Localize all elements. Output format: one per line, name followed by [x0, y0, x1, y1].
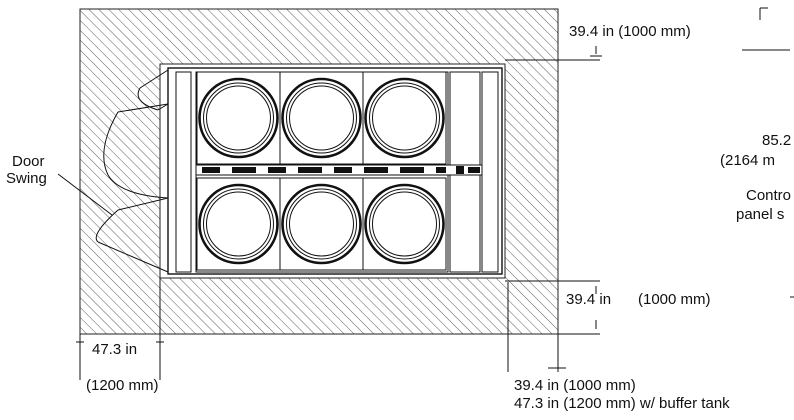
drum-unit: [196, 71, 281, 165]
control-panel-label-line1: Contro: [746, 187, 792, 204]
left-clearance-mm-label: (1200 mm): [86, 377, 159, 394]
height-inch-label: 85.2: [762, 132, 792, 149]
control-panel-strip: [195, 164, 483, 176]
drum-unit: [362, 177, 447, 271]
drum-unit: [196, 177, 281, 271]
swing-label: Swing: [6, 170, 47, 187]
door-swing-arcs: [95, 69, 169, 273]
drum-unit: [279, 177, 364, 271]
drum-grid: [196, 71, 447, 271]
control-panel-label-line2: panel s: [736, 206, 785, 223]
dimension-lines: [76, 7, 794, 380]
front-clearance-label: 39.4 in (1000 mm): [514, 377, 636, 394]
door-label: Door: [12, 153, 45, 170]
drum-unit: [362, 71, 447, 165]
top-clearance-label: 39.4 in (1000 mm): [569, 23, 691, 40]
drum-unit: [279, 71, 364, 165]
height-mm-label: (2164 m: [720, 152, 776, 169]
right-clearance-inch-label: 39.4 in: [566, 291, 612, 308]
door-swing-leader: [57, 173, 113, 216]
left-clearance-inch-label: 47.3 in: [92, 341, 138, 358]
right-clearance-mm-label: (1000 mm): [638, 291, 711, 308]
front-clearance-buffer-label: 47.3 in (1200 mm) w/ buffer tank: [514, 395, 730, 412]
